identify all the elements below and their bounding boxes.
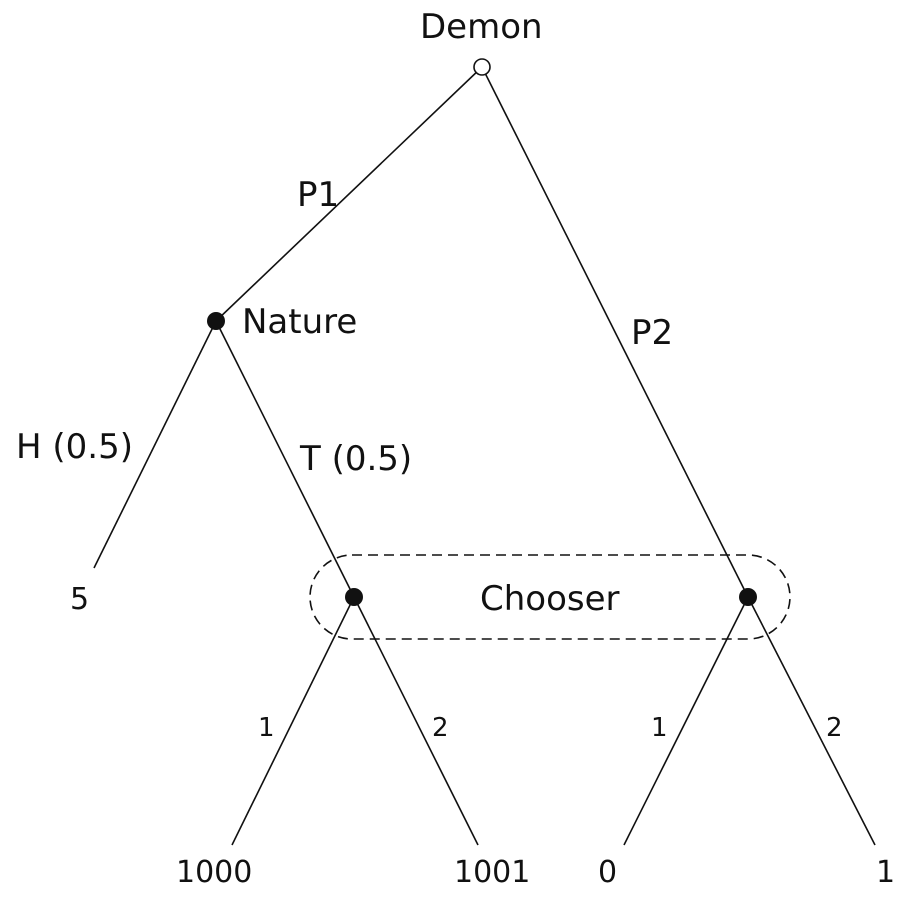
payoff-right-1: 0 xyxy=(598,855,618,890)
edge-left-2 xyxy=(353,596,479,846)
root-node xyxy=(473,58,491,76)
edge-p1 xyxy=(215,66,483,322)
edge-label-p1: P1 xyxy=(297,175,340,215)
edge-right-1 xyxy=(623,596,749,846)
payoff-left-2: 1001 xyxy=(454,855,531,890)
chooser-label: Chooser xyxy=(480,579,620,619)
edge-label-right-2: 2 xyxy=(826,713,843,743)
edge-label-p2: P2 xyxy=(631,313,674,353)
edge-label-left-1: 1 xyxy=(258,713,275,743)
edge-right-2 xyxy=(747,596,876,846)
edge-label-right-1: 1 xyxy=(651,713,668,743)
edge-tails xyxy=(215,320,355,598)
edge-left-1 xyxy=(231,596,355,846)
root-label: Demon xyxy=(420,7,543,47)
edge-label-heads: H (0.5) xyxy=(16,427,133,467)
payoff-right-2: 1 xyxy=(876,855,896,890)
chooser-node-right xyxy=(739,588,757,606)
payoff-heads: 5 xyxy=(70,582,90,617)
edge-label-left-2: 2 xyxy=(432,713,449,743)
chooser-node-left xyxy=(345,588,363,606)
edge-heads xyxy=(93,320,217,569)
edge-label-tails: T (0.5) xyxy=(300,439,413,479)
information-set-outline xyxy=(309,554,791,640)
nature-node xyxy=(207,312,225,330)
edge-p2 xyxy=(481,66,749,598)
nature-label: Nature xyxy=(242,302,358,342)
payoff-left-1: 1000 xyxy=(176,855,253,890)
